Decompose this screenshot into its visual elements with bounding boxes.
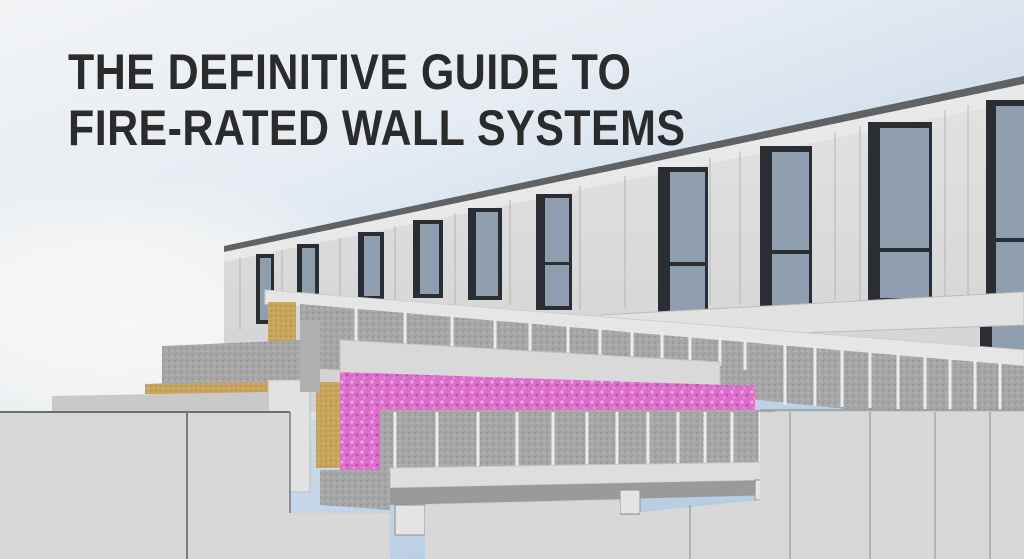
windows <box>256 100 1024 358</box>
mineral-wool-board <box>316 382 340 468</box>
mineral-wool-board <box>268 302 296 344</box>
window <box>413 220 443 298</box>
window <box>760 146 812 311</box>
title-line-1: THE DEFINITIVE GUIDE TO <box>68 44 632 100</box>
page-title: THE DEFINITIVE GUIDE TO FIRE-RATED WALL … <box>68 44 685 156</box>
pink-insulation <box>340 372 755 470</box>
window <box>536 194 572 310</box>
lower-cladding-panels <box>0 409 1024 559</box>
window <box>986 100 1024 300</box>
window <box>297 244 319 306</box>
window <box>658 167 708 317</box>
window <box>358 232 384 300</box>
window <box>468 208 502 300</box>
window <box>868 122 932 302</box>
title-line-2: FIRE-RATED WALL SYSTEMS <box>68 100 686 156</box>
